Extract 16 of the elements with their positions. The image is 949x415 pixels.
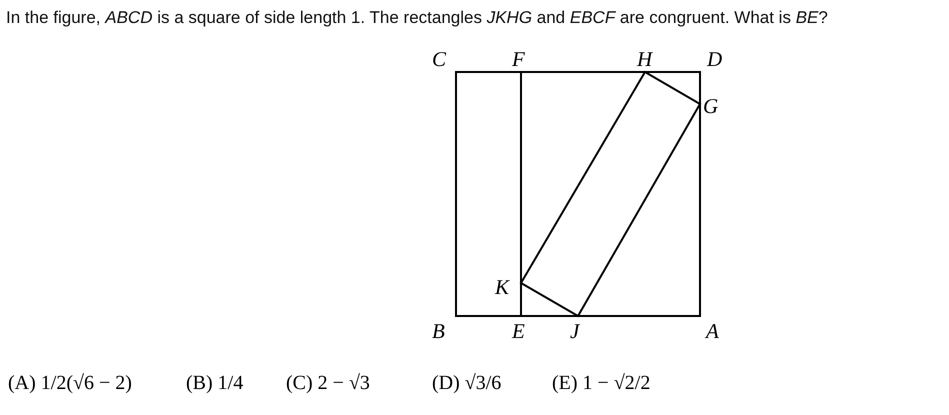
- point-label: A: [706, 320, 719, 342]
- point-label: G: [703, 95, 718, 117]
- point-label: H: [637, 48, 652, 70]
- answer-choice: (A) 1/2(√6 − 2): [8, 372, 132, 395]
- answer-choice: (B) 1/4: [186, 372, 244, 395]
- point-label: C: [432, 48, 446, 70]
- answer-choice: (D) √3/6: [432, 372, 502, 395]
- point-label: K: [495, 276, 510, 298]
- point-label: J: [570, 320, 580, 342]
- point-label: D: [707, 48, 722, 70]
- point-label: B: [432, 320, 445, 342]
- point-label: E: [512, 320, 525, 342]
- answer-choice: (C) 2 − √3: [286, 372, 370, 395]
- answer-choice: (E) 1 − √2/2: [552, 372, 650, 395]
- point-label: F: [512, 48, 525, 70]
- question-text: In the figure, ABCD is a square of side length 1. The rectangles JKHG and EBCF are congruent. What is BE?: [6, 8, 828, 28]
